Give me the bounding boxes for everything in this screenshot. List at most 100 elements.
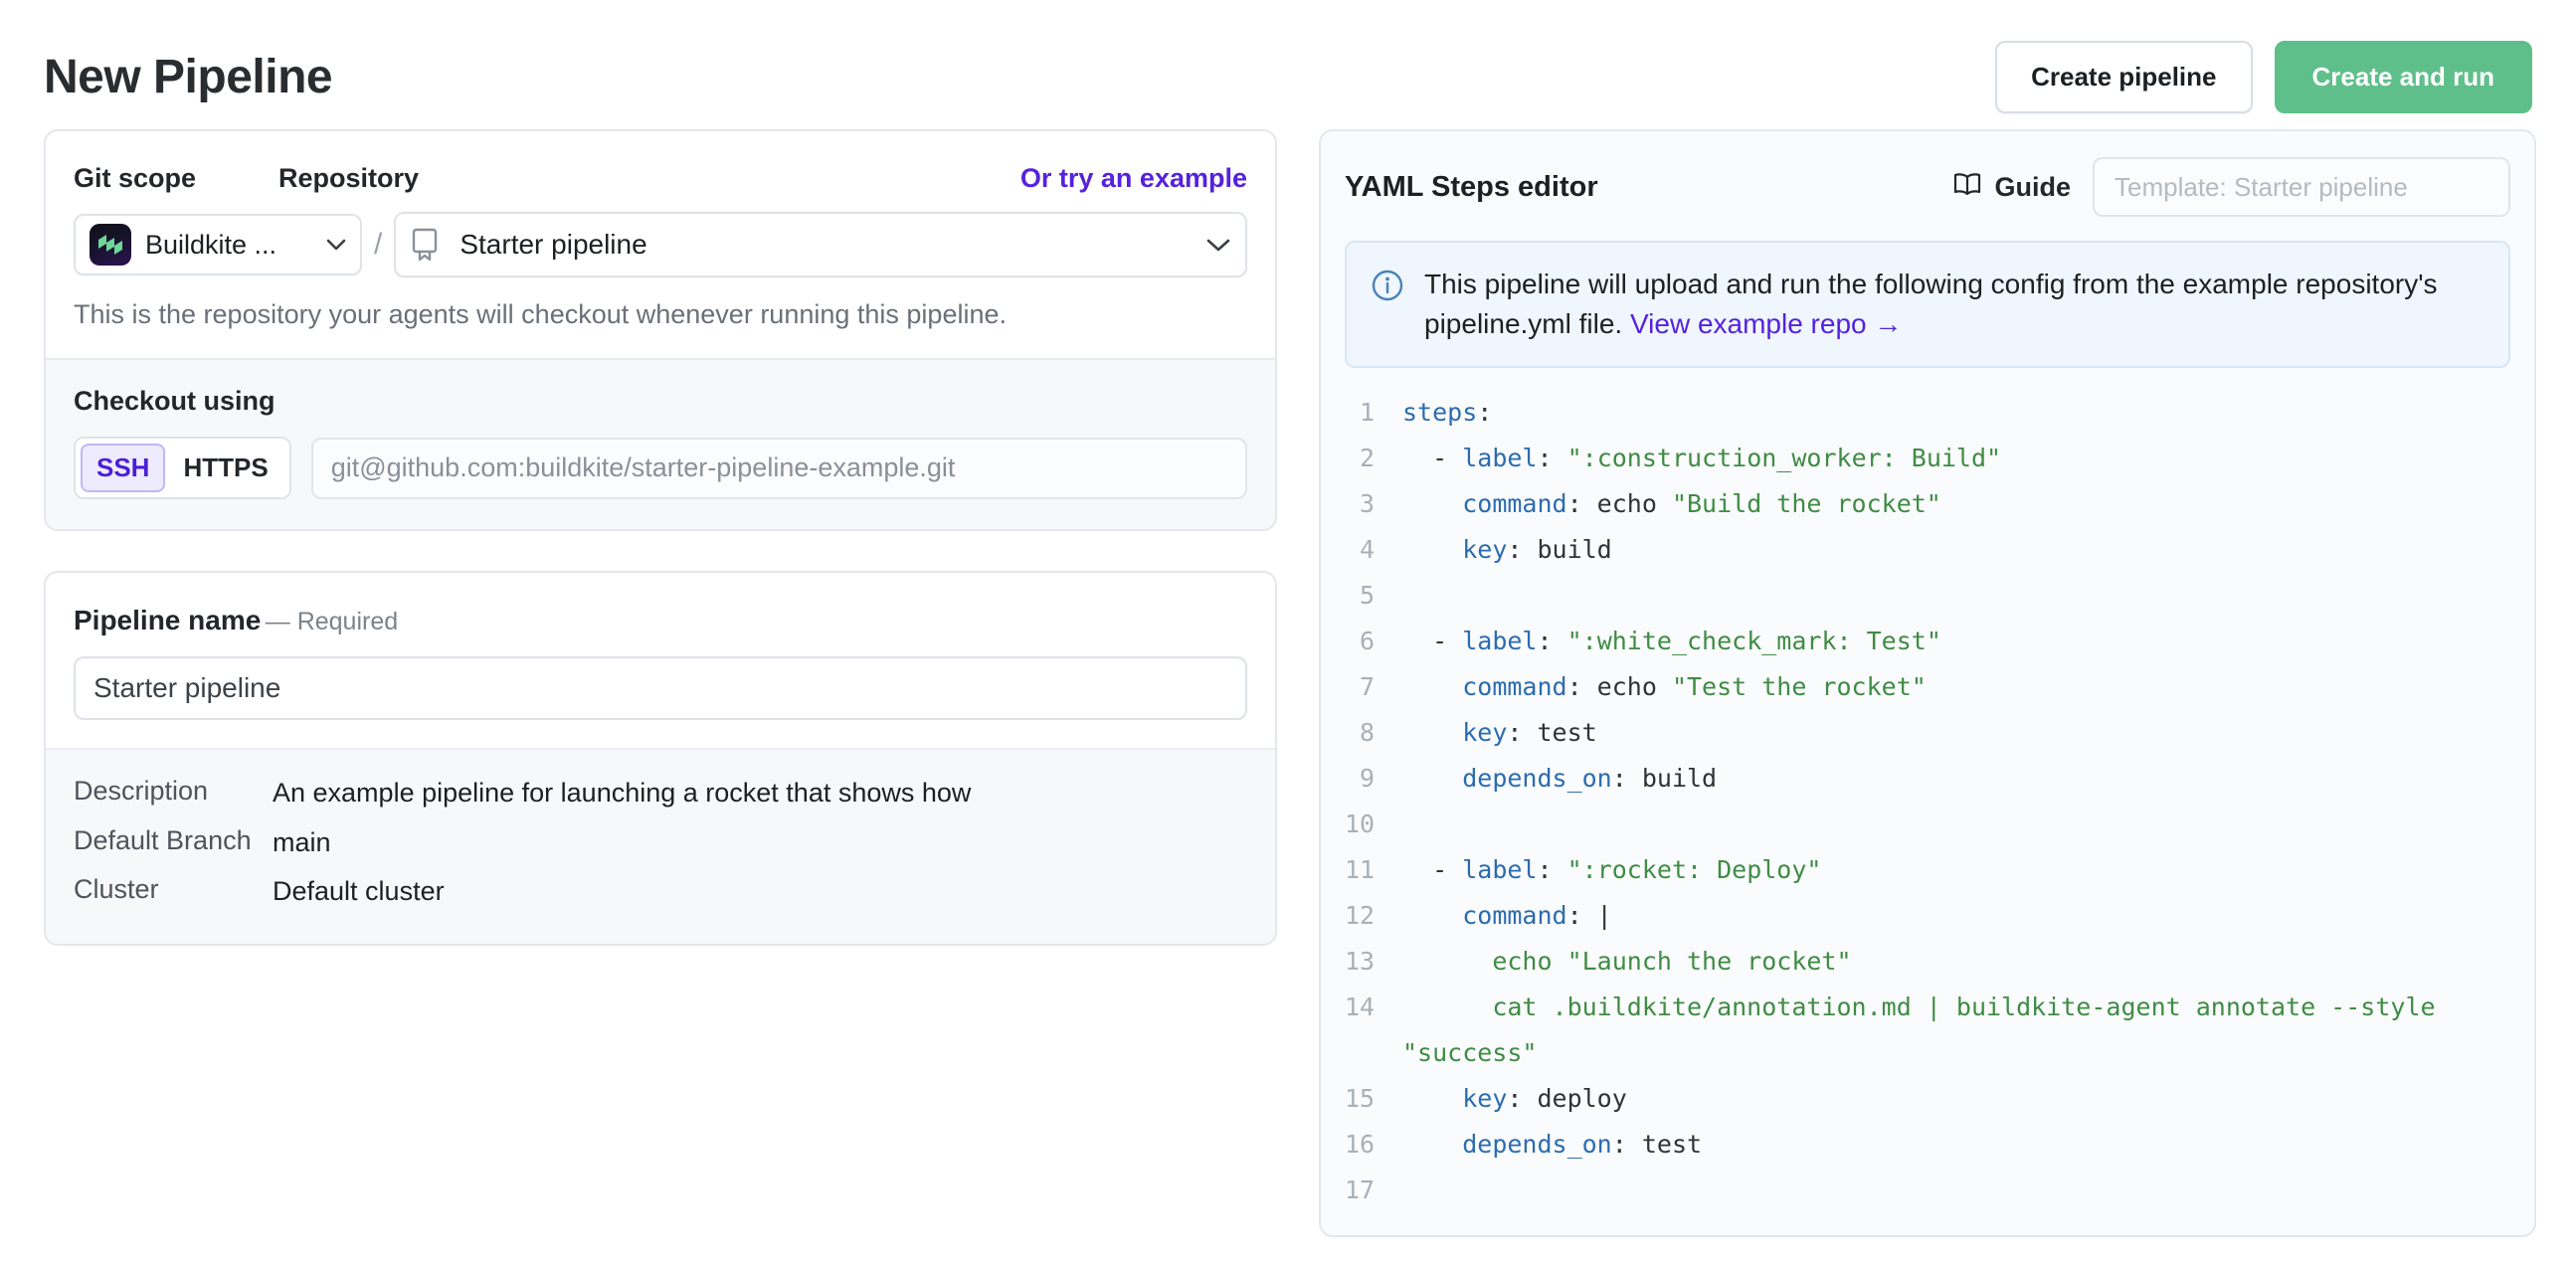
meta-key: Description	[74, 776, 209, 806]
pipeline-name-required: — Required	[265, 608, 399, 635]
pipeline-name-input[interactable]: Starter pipeline	[74, 656, 1247, 720]
page-title: New Pipeline	[44, 50, 333, 103]
repository-helper-text: This is the repository your agents will …	[74, 299, 1007, 329]
left-column: Git scope Repository Or try an example B…	[44, 129, 1277, 946]
create-pipeline-button[interactable]: Create pipeline	[1995, 40, 2253, 113]
path-separator: /	[374, 228, 383, 261]
right-column: YAML Steps editor Guide Template: S	[1319, 129, 2536, 1237]
protocol-toggle[interactable]: SSH HTTPS	[74, 437, 291, 499]
pipeline-notice-banner: This pipeline will upload and run the fo…	[1345, 241, 2510, 368]
line-number: 11	[1345, 854, 1376, 884]
pipeline-name-body: Pipeline name — Required Starter pipelin…	[46, 573, 1275, 748]
page-body: Git scope Repository Or try an example B…	[44, 129, 2536, 1237]
meta-key: Cluster	[74, 874, 159, 905]
line-number: 13	[1345, 946, 1376, 976]
line-content: command: echo "Build the rocket"	[1462, 488, 1941, 518]
meta-row-cluster: Cluster Default cluster	[74, 874, 1247, 910]
protocol-option-https[interactable]: HTTPS	[183, 452, 269, 482]
repository-label: Repository	[278, 163, 420, 193]
meta-key: Default Branch	[74, 824, 252, 855]
buildkite-logo-icon	[90, 224, 131, 266]
checkout-row: SSH HTTPS git@github.com:buildkite/start…	[74, 437, 1247, 499]
code-line: 2 - label: ":construction_worker: Build"	[1345, 436, 2510, 481]
line-number: 4	[1359, 534, 1375, 564]
code-line: 5	[1345, 573, 2510, 619]
line-number: 15	[1345, 1083, 1376, 1113]
meta-row-description: Description An example pipeline for laun…	[74, 776, 1247, 812]
meta-value: main	[273, 826, 331, 857]
code-line: 8 key: test	[1345, 710, 2510, 756]
view-example-repo-link[interactable]: View example repo →	[1629, 307, 1903, 339]
repository-select[interactable]: Starter pipeline	[394, 212, 1247, 277]
line-content: key: test	[1462, 717, 1597, 747]
pipeline-name-heading: Pipeline name — Required	[74, 605, 1247, 636]
line-number: 9	[1359, 763, 1375, 793]
chevron-down-icon-repository	[1205, 237, 1231, 253]
code-line: 17	[1345, 1168, 2510, 1213]
line-number: 16	[1345, 1129, 1376, 1159]
code-line: 16 depends_on: test	[1345, 1122, 2510, 1168]
code-line: 4 key: build	[1345, 527, 2510, 573]
line-number: 2	[1359, 443, 1375, 472]
checkout-panel: Checkout using SSH HTTPS git@github.com:…	[46, 358, 1275, 529]
code-line: 3 command: echo "Build the rocket"	[1345, 481, 2510, 527]
code-line: 13 echo "Launch the rocket"	[1345, 939, 2510, 985]
line-number: 8	[1359, 717, 1375, 747]
git-scope-label: Git scope	[74, 163, 197, 193]
protocol-option-ssh[interactable]: SSH	[81, 444, 166, 492]
editor-header-actions: Guide Template: Starter pipeline	[1952, 157, 2510, 217]
line-content	[1402, 802, 2510, 847]
line-content: key: build	[1462, 534, 1612, 564]
code-line: 7 command: echo "Test the rocket"	[1345, 664, 2510, 710]
guide-button[interactable]: Guide	[1952, 171, 2071, 204]
header-actions: Create pipeline Create and run	[1995, 40, 2532, 113]
line-number: 7	[1359, 671, 1375, 701]
info-icon	[1371, 269, 1404, 307]
line-content	[1402, 1168, 2510, 1213]
repository-url-input[interactable]: git@github.com:buildkite/starter-pipelin…	[310, 437, 1247, 499]
git-scope-row: Buildkite ... /	[74, 212, 1247, 277]
pipeline-meta-panel: Description An example pipeline for laun…	[46, 748, 1275, 944]
code-line: 11 - label: ":rocket: Deploy"	[1345, 847, 2510, 893]
template-input[interactable]: Template: Starter pipeline	[2093, 157, 2510, 217]
pipeline-name-card: Pipeline name — Required Starter pipelin…	[44, 571, 1277, 946]
code-line: 10	[1345, 802, 2510, 847]
line-number: 6	[1359, 626, 1375, 655]
code-line: 14 cat .buildkite/annotation.md | buildk…	[1345, 985, 2510, 1076]
code-line: 15 key: deploy	[1345, 1076, 2510, 1122]
line-content: - label: ":rocket: Deploy"	[1402, 854, 1822, 884]
try-example-link[interactable]: Or try an example	[1019, 163, 1247, 193]
line-number: 12	[1345, 900, 1376, 930]
git-scope-card: Git scope Repository Or try an example B…	[44, 129, 1277, 531]
repository-icon	[410, 228, 440, 262]
line-number: 5	[1359, 580, 1375, 610]
line-content: command: echo "Test the rocket"	[1462, 671, 1927, 701]
git-scope-select[interactable]: Buildkite ...	[74, 214, 362, 275]
line-number: 10	[1345, 809, 1376, 838]
line-content: command: |	[1462, 900, 1612, 930]
line-number: 17	[1345, 1174, 1376, 1204]
book-icon	[1952, 171, 1982, 204]
guide-label: Guide	[1994, 171, 2071, 202]
line-content: - label: ":construction_worker: Build"	[1402, 443, 2002, 472]
line-content: echo "Launch the rocket"	[1492, 946, 1852, 976]
line-content: key: deploy	[1462, 1083, 1627, 1113]
create-and-run-button[interactable]: Create and run	[2274, 40, 2532, 113]
page-header: New Pipeline Create pipeline Create and …	[44, 0, 2532, 129]
line-content: - label: ":white_check_mark: Test"	[1402, 626, 1941, 655]
yaml-steps-editor-card: YAML Steps editor Guide Template: S	[1319, 129, 2536, 1237]
meta-value: An example pipeline for launching a rock…	[273, 778, 972, 808]
line-content: cat .buildkite/annotation.md | buildkite…	[1402, 992, 2451, 1067]
line-content: depends_on: build	[1462, 763, 1718, 793]
meta-value: Default cluster	[273, 876, 445, 907]
pipeline-name-label: Pipeline name	[74, 605, 262, 635]
git-scope-labels: Git scope Repository Or try an example	[74, 163, 1247, 194]
notice-message: This pipeline will upload and run the fo…	[1424, 269, 2438, 339]
code-line: 6 - label: ":white_check_mark: Test"	[1345, 619, 2510, 664]
line-number: 14	[1345, 992, 1376, 1021]
checkout-using-label: Checkout using	[74, 386, 276, 416]
line-content: depends_on: test	[1462, 1129, 1703, 1159]
line-number: 1	[1359, 397, 1375, 427]
